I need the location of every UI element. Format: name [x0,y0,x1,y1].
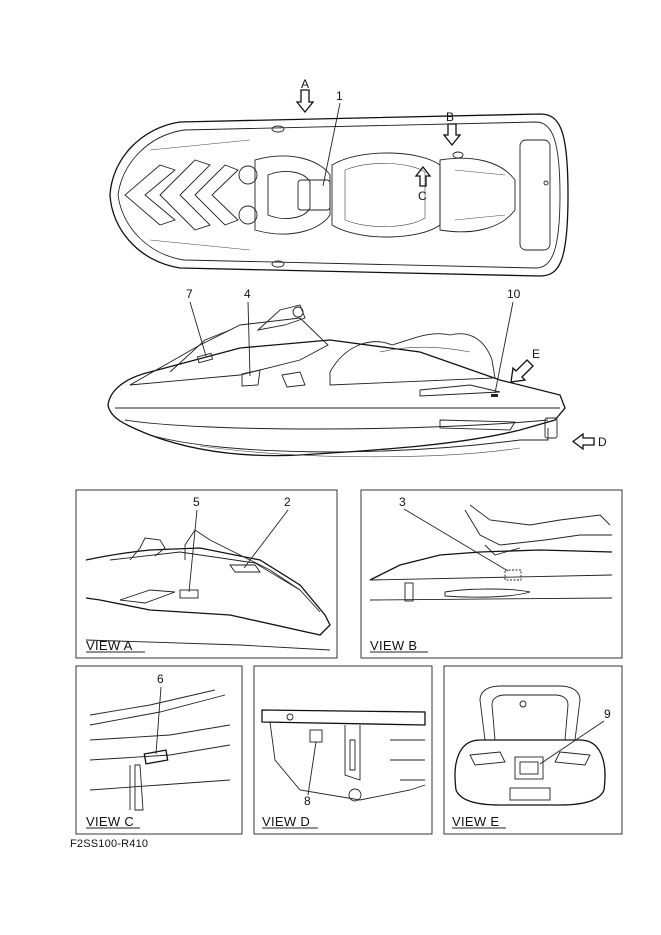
view-arrow-d-label: D [598,435,607,449]
view-d-panel [253,665,433,835]
side-view-watercraft [107,304,566,458]
view-arrow-b [442,123,462,147]
callout-1: 1 [336,89,343,103]
view-arrow-d [571,432,595,451]
view-e-title: VIEW E [452,814,499,829]
view-arrow-e-label: E [532,347,540,361]
view-arrow-a-label: A [301,77,309,91]
callout-6: 6 [157,672,164,686]
callout-8: 8 [304,794,311,808]
view-a-panel [75,489,338,659]
view-c-panel [75,665,243,835]
view-b-panel [360,489,623,659]
view-arrow-b-label: B [446,110,454,124]
view-e-panel [443,665,623,835]
callout-9: 9 [604,707,611,721]
callout-7: 7 [186,287,193,301]
view-b-title: VIEW B [370,638,417,653]
view-arrow-a [295,89,315,114]
callout-10: 10 [507,287,521,301]
view-c-title: VIEW C [86,814,134,829]
view-a-title: VIEW A [86,638,133,653]
callout-2: 2 [284,495,291,509]
callout-4: 4 [244,287,251,301]
callout-3: 3 [399,495,406,509]
callout-5: 5 [193,495,200,509]
top-view-watercraft [109,113,569,277]
view-arrow-e [510,359,534,383]
view-arrow-c-label: C [418,189,427,203]
view-d-title: VIEW D [262,814,310,829]
figure-code: F2SS100-R410 [70,838,149,850]
